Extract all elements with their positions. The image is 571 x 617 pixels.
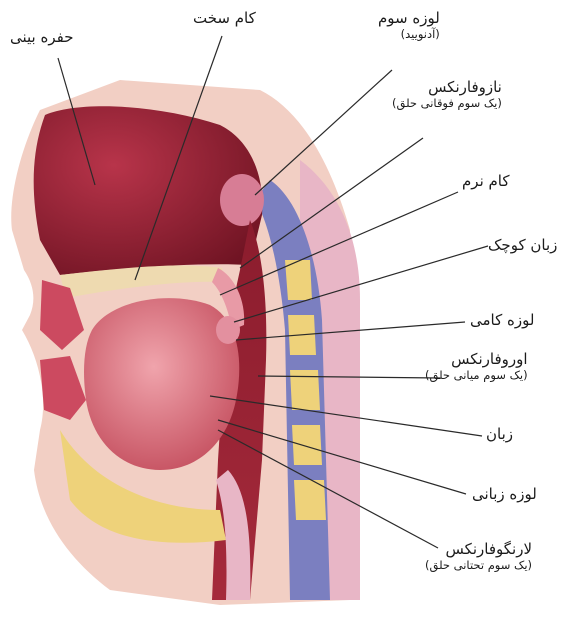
- adenoid: [220, 174, 264, 226]
- label-lingual-tonsil-text: لوزه زبانی: [472, 485, 537, 503]
- label-nasal-cavity: حفره بینی: [10, 28, 74, 46]
- label-nasopharynx-text: نازوفارنکس: [392, 78, 502, 96]
- label-tongue-text: زبان: [486, 425, 513, 443]
- label-palatine-tonsil-text: لوزه کامی: [470, 311, 534, 329]
- label-soft-palate: کام نرم: [462, 172, 510, 190]
- label-oropharynx: اوروفارنکس (یک سوم میانی حلق): [425, 350, 528, 383]
- label-laryngopharynx-text: لارنگوفارنکس: [425, 540, 532, 558]
- label-adenoid: لوزه سوم (آدنویید): [378, 9, 440, 42]
- label-hard-palate: کام سخت: [193, 9, 256, 27]
- label-nasopharynx: نازوفارنکس (یک سوم فوقانی حلق): [392, 78, 502, 111]
- label-oropharynx-text: اوروفارنکس: [425, 350, 528, 368]
- label-lingual-tonsil: لوزه زبانی: [472, 485, 537, 503]
- label-uvula: زبان کوچک: [488, 236, 557, 254]
- label-hard-palate-text: کام سخت: [193, 9, 256, 27]
- label-nasal-cavity-text: حفره بینی: [10, 28, 74, 46]
- label-nasopharynx-sub: (یک سوم فوقانی حلق): [392, 96, 502, 111]
- label-laryngopharynx: لارنگوفارنکس (یک سوم تحتانی حلق): [425, 540, 532, 573]
- label-adenoid-sub: (آدنویید): [378, 27, 440, 42]
- label-palatine-tonsil: لوزه کامی: [470, 311, 534, 329]
- label-adenoid-text: لوزه سوم: [378, 9, 440, 27]
- label-uvula-text: زبان کوچک: [488, 236, 557, 254]
- label-oropharynx-sub: (یک سوم میانی حلق): [425, 368, 528, 383]
- label-tongue: زبان: [486, 425, 513, 443]
- label-laryngopharynx-sub: (یک سوم تحتانی حلق): [425, 558, 532, 573]
- label-soft-palate-text: کام نرم: [462, 172, 510, 190]
